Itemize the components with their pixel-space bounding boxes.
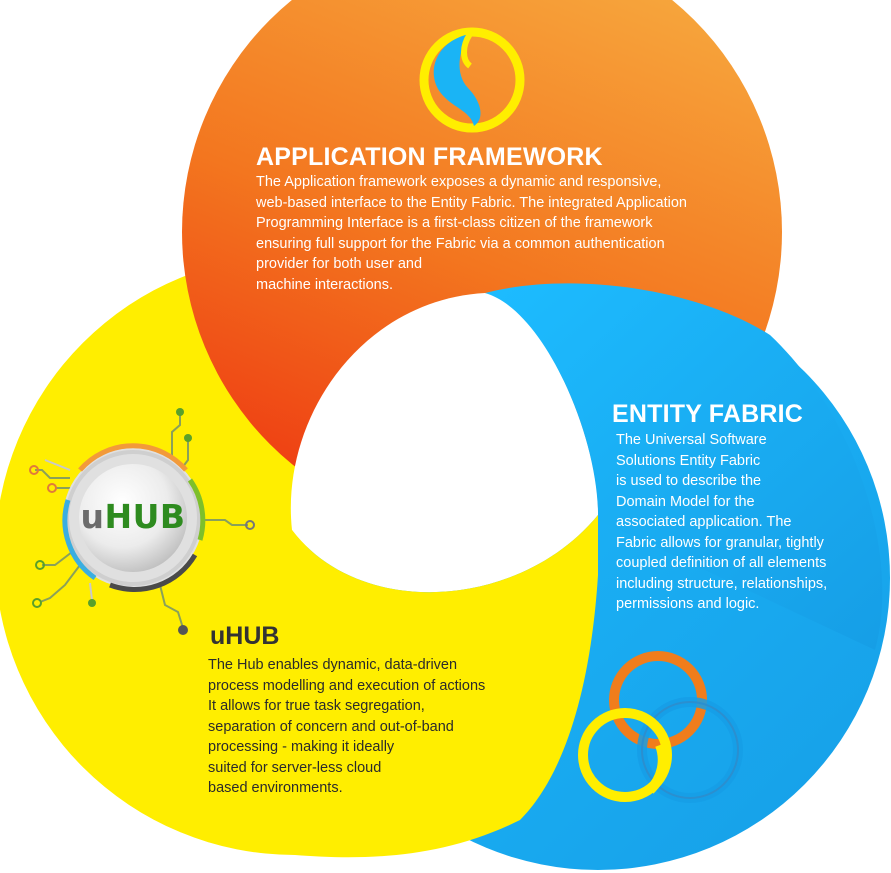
swirl-logo-icon [419,27,525,133]
uhub-logo-text: uHUB [78,497,188,536]
uhub-description: The Hub enables dynamic, data-driven pro… [208,657,486,796]
application-framework-description: The Application framework exposes a dyna… [256,174,687,293]
uhub-logo-u: u [80,497,105,536]
uhub-logo-hub: HUB [104,497,186,536]
uhub-overlap [200,515,598,858]
interlocking-rings-icon [578,651,743,803]
entity-fabric-description: The Universal Software Solutions Entity … [616,432,828,612]
circuit-hub-icon [29,408,255,635]
application-framework-title: APPLICATION FRAMEWORK [256,143,603,171]
uhub-title: uHUB [210,622,280,650]
entity-fabric-title: ENTITY FABRIC [612,400,804,428]
entity-fabric-overlap [485,283,883,650]
